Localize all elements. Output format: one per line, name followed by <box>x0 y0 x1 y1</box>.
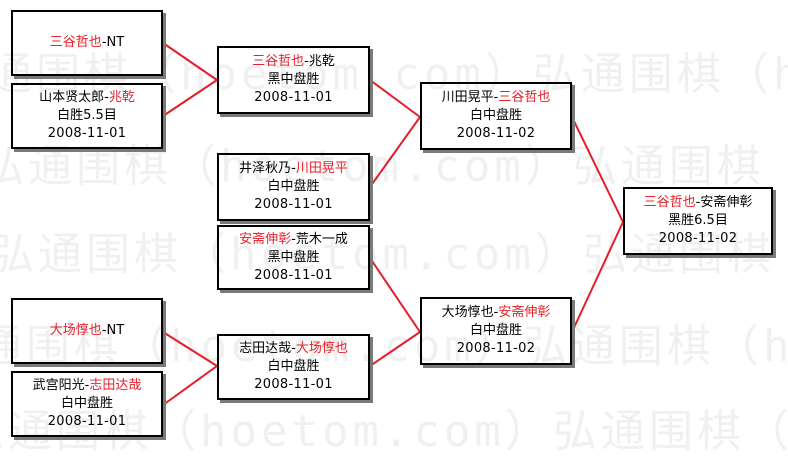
match-result: 黑中盘胜 <box>267 72 320 87</box>
loser-name: 井泽秋乃 <box>239 161 292 176</box>
winner-name: 川田晃平 <box>295 161 348 176</box>
name-separator: - <box>493 90 499 105</box>
winner-name: 大场惇也 <box>295 341 348 356</box>
match-result: 白中盘胜 <box>469 323 522 338</box>
winner-name: 三谷哲也 <box>49 35 102 50</box>
winner-name: 大场惇也 <box>49 323 102 338</box>
winner-name: 安斋伸彰 <box>498 305 551 320</box>
match-date: 2008-11-01 <box>47 414 127 429</box>
connector-line <box>571 221 624 333</box>
match-date: 2008-11-02 <box>456 341 536 356</box>
bracket-connectors <box>162 42 624 406</box>
connector-line <box>571 116 624 223</box>
match-result: 黑中盘胜 <box>267 249 320 265</box>
winner-name: 三谷哲也 <box>498 90 551 105</box>
loser-name: 武宫阳光 <box>32 378 85 393</box>
loser-name: NT <box>106 323 125 338</box>
name-separator: - <box>695 195 701 210</box>
connector-line <box>162 79 218 117</box>
match-date: 2008-11-02 <box>658 231 738 246</box>
connector-line <box>162 365 218 406</box>
loser-name: 安斋伸彰 <box>700 195 753 210</box>
match-box-r2d: 志田达哉-大场惇也 白中盘胜 2008-11-01 <box>217 334 370 400</box>
loser-name: 川田晃平 <box>441 90 494 105</box>
match-date: 2008-11-01 <box>254 90 333 105</box>
match-box-r1d: 武宫阳光-志田达哉 白中盘胜 2008-11-01 <box>11 371 163 437</box>
connector-line <box>369 257 421 333</box>
match-box-r3a: 川田晃平-三谷哲也 白中盘胜 2008-11-02 <box>420 82 572 150</box>
name-separator: - <box>291 231 296 247</box>
match-result: 白胜5.5目 <box>57 108 117 123</box>
name-separator: - <box>291 161 296 176</box>
connector-line <box>369 79 421 118</box>
connector-line <box>162 331 218 367</box>
loser-name: 山本贤太郎 <box>39 90 105 105</box>
connector-line <box>162 42 218 81</box>
match-result: 白中盘胜 <box>469 108 522 123</box>
name-separator: - <box>84 378 90 393</box>
loser-name: 兆乾 <box>308 54 335 69</box>
match-date: 2008-11-01 <box>254 377 333 392</box>
name-separator: - <box>493 305 499 320</box>
match-box-r2b: 井泽秋乃-川田晃平 白中盘胜 2008-11-01 <box>217 153 370 221</box>
loser-name: 志田达哉 <box>239 341 292 356</box>
loser-name: 大场惇也 <box>441 305 494 320</box>
name-separator: - <box>101 35 107 50</box>
match-box-r2a: 三谷哲也-兆乾 黑中盘胜 2008-11-01 <box>217 46 370 114</box>
match-box-r1a: 三谷哲也-NT <box>11 10 163 76</box>
connector-line <box>369 331 421 367</box>
match-result: 白中盘胜 <box>60 396 113 411</box>
match-result: 黑胜6.5目 <box>668 213 728 228</box>
name-separator: - <box>291 341 296 356</box>
winner-name: 三谷哲也 <box>252 54 305 69</box>
connector-line <box>369 116 421 188</box>
name-separator: - <box>304 54 309 69</box>
loser-name: 荒木一成 <box>295 231 348 247</box>
match-box-final: 三谷哲也-安斋伸彰 黑胜6.5目 2008-11-02 <box>623 187 773 255</box>
match-result: 白中盘胜 <box>267 179 320 194</box>
match-box-r1c: 大场惇也-NT <box>11 298 163 364</box>
match-date: 2008-11-02 <box>456 126 536 141</box>
winner-name: 志田达哉 <box>89 378 142 393</box>
winner-name: 三谷哲也 <box>643 195 696 210</box>
match-result: 白中盘胜 <box>267 359 320 374</box>
match-date: 2008-11-01 <box>254 197 333 212</box>
match-box-r1b: 山本贤太郎-兆乾 白胜5.5目 2008-11-01 <box>11 83 163 149</box>
match-date: 2008-11-01 <box>47 126 127 141</box>
name-separator: - <box>101 323 107 338</box>
match-box-r3b: 大场惇也-安斋伸彰 白中盘胜 2008-11-02 <box>420 297 572 365</box>
match-box-r2c: 安斋伸彰-荒木一成 黑中盘胜 2008-11-01 <box>217 225 370 290</box>
winner-name: 兆乾 <box>108 90 135 105</box>
winner-name: 安斋伸彰 <box>239 231 292 247</box>
name-separator: - <box>104 90 109 105</box>
match-date: 2008-11-01 <box>254 267 333 283</box>
loser-name: NT <box>106 35 125 50</box>
